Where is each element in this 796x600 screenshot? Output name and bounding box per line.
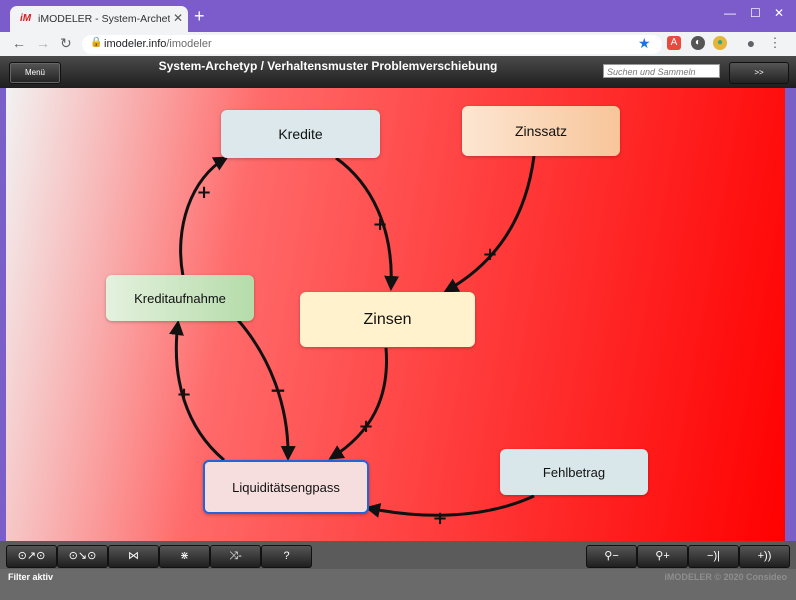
close-window-icon[interactable]: ✕ [774, 6, 785, 20]
zoom-in-icon: ⚲ [655, 550, 664, 562]
browser-titlebar: iM iMODELER - System-Archetyp / V ✕ + — … [0, 0, 796, 32]
matrix-icon: ⋇ [179, 550, 190, 562]
forward-icon[interactable]: → [36, 35, 50, 51]
zoom-out-button[interactable]: ⚲− [586, 545, 637, 568]
address-bar[interactable]: 🔒 imodeler.info/imodeler ★ [82, 35, 662, 54]
link-fehlbetrag-liquiditaet [365, 494, 535, 518]
link-zinsen-liquiditaet [328, 347, 389, 460]
sign-kredite-zinsen: + [372, 214, 387, 235]
profile-icon[interactable]: ● [746, 35, 756, 51]
network-view-button[interactable]: ⋈ [108, 545, 159, 568]
step-forward-button[interactable]: +)) [739, 545, 790, 568]
copyright-text: iMODELER © 2020 Consideo [664, 572, 787, 582]
node-kreditaufnahme[interactable]: Kreditaufnahme [106, 275, 254, 321]
node-zinsen[interactable]: Zinsen [300, 292, 475, 347]
bookmark-star-icon[interactable]: ★ [638, 35, 651, 51]
sign-kreditaufnahme-kredite: + [196, 182, 211, 203]
link-liquiditaet-kreditaufnahme [169, 320, 225, 462]
browser-tab[interactable]: iM iMODELER - System-Archetyp / V ✕ [10, 6, 188, 32]
sign-liquiditaet-kreditaufnahme: + [176, 384, 191, 405]
search-input[interactable]: Suchen und Sammeln [603, 64, 720, 78]
node-zinssatz[interactable]: Zinssatz [462, 106, 620, 156]
reload-icon[interactable]: ↻ [60, 35, 72, 51]
url-text: imodeler.info/imodeler [104, 38, 212, 50]
filter-status: Filter aktiv [8, 572, 54, 582]
add-cause-icon: ⊙↗⊙ [17, 550, 46, 562]
tab-close-icon[interactable]: ✕ [173, 11, 184, 25]
node-liquiditaetsengpass[interactable]: Liquiditätsengpass [203, 460, 369, 514]
new-tab-icon[interactable]: + [194, 6, 205, 26]
status-bar: Filter aktiv iMODELER © 2020 Consideo [0, 569, 796, 600]
help-button[interactable]: ? [261, 545, 312, 568]
step-back-button[interactable]: −)| [688, 545, 739, 568]
bottom-toolbar: ⊙↗⊙ ⊙↘⊙ ⋈ ⋇ ⤨- ? ⚲− ⚲+ −)| +)) [0, 541, 796, 569]
network-icon: ⋈ [128, 550, 139, 562]
maximize-icon[interactable]: ☐ [750, 6, 761, 20]
extension-circle-icon[interactable]: ◐ [691, 36, 705, 50]
remove-link-icon: ⤨- [229, 550, 242, 562]
sign-zinsen-liquiditaet: + [358, 416, 373, 437]
link-kreditaufnahme-kredite [179, 156, 229, 277]
remove-link-button[interactable]: ⤨- [210, 545, 261, 568]
back-icon[interactable]: ← [12, 35, 26, 51]
sign-kreditaufnahme-liquiditaet: − [270, 378, 287, 402]
zoom-out-icon: ⚲ [604, 550, 613, 562]
lock-icon: 🔒 [90, 37, 103, 48]
browser-menu-icon[interactable]: ⋮ [768, 35, 782, 50]
add-effect-icon: ⊙↘⊙ [68, 550, 97, 562]
add-effect-button[interactable]: ⊙↘⊙ [57, 545, 108, 568]
imodeler-favicon-icon: iM [20, 13, 32, 24]
model-title: System-Archetyp / Verhaltensmuster Probl… [158, 59, 498, 73]
menu-button[interactable]: Menü [9, 62, 61, 84]
next-button[interactable]: >> [729, 62, 789, 84]
browser-toolbar: ← → ↻ 🔒 imodeler.info/imodeler ★ A ◐ ● ●… [0, 32, 796, 56]
tab-title: iMODELER - System-Archetyp / V [38, 13, 170, 25]
node-kredite[interactable]: Kredite [221, 110, 380, 158]
add-cause-button[interactable]: ⊙↗⊙ [6, 545, 57, 568]
matrix-view-button[interactable]: ⋇ [159, 545, 210, 568]
link-kredite-zinsen [335, 156, 400, 291]
node-fehlbetrag[interactable]: Fehlbetrag [500, 449, 648, 495]
link-kreditaufnahme-liquiditaet [236, 319, 296, 461]
minimize-icon[interactable]: — [724, 6, 736, 20]
app-header: Menü System-Archetyp / Verhaltensmuster … [0, 56, 796, 88]
zoom-in-button[interactable]: ⚲+ [637, 545, 688, 568]
causal-links: + + + − + + + [169, 155, 536, 529]
sign-fehlbetrag-liquiditaet: + [432, 508, 447, 529]
sign-zinssatz-zinsen: + [482, 244, 497, 265]
link-zinssatz-zinsen [443, 155, 536, 293]
pdf-extension-icon[interactable]: A [667, 36, 681, 50]
extension-globe-icon[interactable]: ● [713, 36, 727, 50]
model-canvas[interactable]: + + + − + + + Kredite Zinssatz Kreditauf… [6, 88, 785, 541]
